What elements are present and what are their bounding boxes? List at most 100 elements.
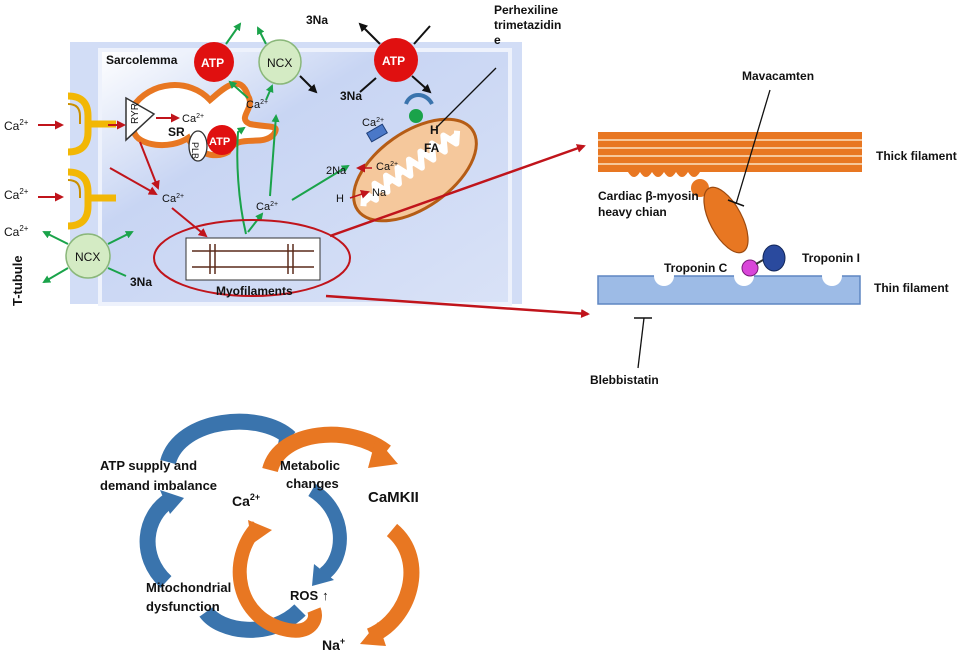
cycle-arrow-top-blue (160, 413, 296, 465)
cycle-arrowhead-top-orange (368, 438, 398, 468)
atp-sr-pump (207, 125, 237, 155)
blebbistatin-label: Blebbistatin (590, 373, 659, 387)
ncx-top-out-arrow (257, 26, 267, 45)
atp-sarcolemma-2-label: ATP (382, 54, 405, 68)
ryr-channel (125, 96, 156, 142)
ca-mito2-label: Ca2+ (376, 161, 398, 173)
mito-h-arrow (349, 189, 370, 199)
thick-filament-label: Thick filament (876, 149, 957, 163)
plb-label: PLB (190, 142, 200, 159)
cycle-ca-label: Ca2+ (232, 492, 260, 509)
myosin-label-2: heavy chian (598, 205, 667, 219)
myo-to-ncx-arrow (269, 114, 280, 197)
calcium-channel-bottom (67, 168, 116, 230)
mito-cycle-arrow (404, 93, 434, 106)
myofilaments-label: Myofilaments (216, 284, 293, 298)
blebbistatin-pointer (637, 317, 645, 369)
cycle-arrowhead-inner-orange (248, 520, 272, 544)
sr-to-cytosol-arrow (139, 141, 160, 190)
cycle-arrow-bottom-blue (199, 603, 306, 638)
myosin-label-1: Cardiac β-myosin (598, 189, 699, 203)
fa-label: FA (424, 141, 440, 155)
mito-transporter (366, 123, 388, 143)
ca-to-myo-arrow (171, 207, 208, 238)
zoom-arrow-thick (329, 144, 586, 238)
ncx-top-na-arrow (299, 75, 318, 94)
ca-to-mito-arrow (291, 164, 350, 201)
thin-notch-1 (654, 266, 674, 286)
mito-dys-label-2: dysfunction (146, 599, 220, 614)
cycle-arrow-inner-blue (307, 484, 347, 580)
vicious-cycle: ATP supply and demand imbalance Metaboli… (100, 413, 420, 653)
cycle-arrow-right-orange (366, 523, 420, 644)
ncx-t-tubule (65, 233, 111, 279)
myofilament-box (185, 237, 321, 281)
myofilament-lines (192, 244, 314, 274)
mavacamten-label: Mavacamten (742, 69, 814, 83)
ca-sr-label: Ca2+ (182, 113, 204, 125)
ncx-left-label: NCX (75, 250, 100, 264)
myosin-heads-row (628, 172, 700, 177)
troponin-c (741, 259, 759, 277)
h-mito2-label: H (336, 193, 344, 205)
ca-mito-label: Ca2+ (362, 117, 384, 129)
mito-dys-label-1: Mitochondrial (146, 580, 231, 595)
atp-sarcolemma-1-label: ATP (201, 56, 224, 70)
cycle-arrowhead-inner-blue (312, 564, 334, 586)
metabolic-label-1: Metabolic (280, 458, 340, 473)
myo-to-sr-arrow (236, 126, 247, 235)
thin-filament-label: Thin filament (874, 281, 949, 295)
mito-carrier (409, 109, 423, 123)
atp-imbalance-label-1: ATP supply and (100, 458, 197, 473)
troponin-i (762, 244, 786, 272)
ca-myo-label: Ca2+ (256, 201, 278, 213)
ncx-sarcolemma (258, 39, 302, 85)
atp2-line (413, 25, 431, 45)
drug-mito-pointer (435, 67, 497, 129)
cycle-na-label: Na+ (322, 636, 345, 653)
calcium-channel-top (67, 92, 116, 156)
atp2-out-arrow-1 (358, 22, 381, 45)
cycle-arrowhead-left-blue (160, 490, 184, 514)
t-tubule-label: T-tubule (10, 255, 25, 306)
atp1-in-arrow (228, 80, 249, 99)
sr-label: SR (168, 125, 185, 139)
ncx-top-in-arrow (265, 84, 274, 101)
thick-filament-stripes (598, 139, 862, 165)
myosin-neck (691, 179, 709, 197)
plb-oval (188, 130, 208, 162)
h-mito-label: H (430, 123, 439, 137)
sarcomere-panel: Thick filament Cardiac β-myosin heavy ch… (590, 69, 957, 387)
ncx-left-out-arrow (42, 231, 69, 245)
ncx-left-na-arrow (42, 267, 69, 284)
ncx-left-in-arrow (107, 231, 134, 245)
cycle-arrowhead-right-orange (360, 622, 386, 646)
myo-up-arrow (247, 212, 264, 233)
ryr-label: RYR (130, 103, 141, 124)
troponin-i-label: Troponin I (802, 251, 860, 265)
zoom-arrow-thin (325, 294, 590, 319)
atp2-line-2 (359, 77, 377, 93)
three-na-top-label: 3Na (306, 13, 328, 27)
thin-filament (597, 275, 861, 305)
thin-notch-3 (822, 266, 842, 286)
troponin-c-label: Troponin C (664, 261, 728, 275)
ros-label: ROS↑ (290, 588, 329, 603)
ca-in-label-3: Ca2+ (4, 224, 29, 239)
mavacamten-block (727, 199, 745, 207)
myosin-head (703, 186, 749, 254)
atp-imbalance-label-2: demand imbalance (100, 478, 217, 493)
two-na-label: 2Na (326, 165, 347, 177)
atp-sarcolemma-1 (194, 42, 234, 82)
atp2-out-arrow-2 (411, 75, 432, 94)
camkii-label: CaMKII (368, 489, 419, 506)
myofilament-highlight (153, 219, 351, 297)
mitochondrion (352, 117, 478, 223)
cycle-arrow-top-orange (262, 426, 391, 473)
atp-sarcolemma-2 (374, 38, 418, 82)
cycle-arrow-inner-orange (232, 521, 322, 638)
metabolic-label-2: changes (286, 476, 339, 491)
cell-panel: Sarcolemma T-tubule Ca2+ Ca2+ Ca2+ SR RY… (4, 3, 561, 306)
